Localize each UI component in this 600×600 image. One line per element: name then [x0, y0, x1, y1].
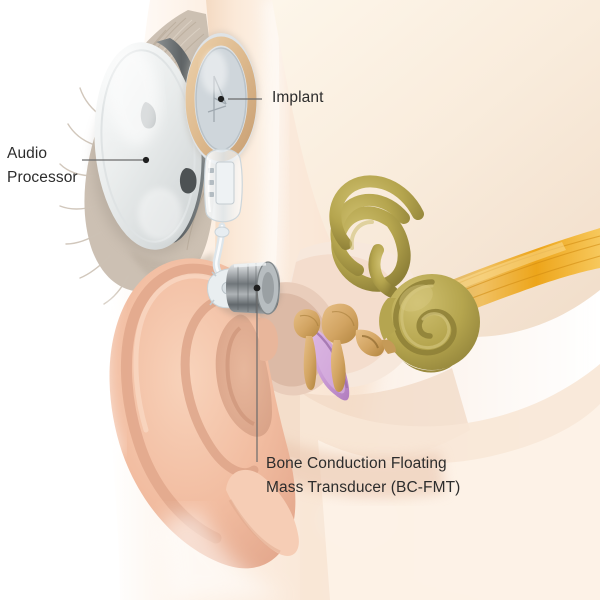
semicircular-canals — [329, 175, 424, 298]
pinna-outer-ear — [94, 258, 299, 600]
label-implant-line1: Implant — [272, 89, 324, 106]
label-bc-fmt: Bone Conduction Floating Mass Transducer… — [266, 452, 460, 500]
leader-dot-implant — [217, 95, 225, 103]
label-audio-processor: Audio Processor — [7, 142, 78, 190]
label-implant: Implant — [272, 86, 324, 110]
leader-lines — [82, 95, 262, 462]
label-audio-processor-line1: Audio — [7, 145, 48, 162]
ossicles-malleus-incus-stapes — [293, 303, 396, 392]
leader-dot-bc-fmt — [253, 284, 261, 292]
bc-fmt-transducer — [207, 261, 281, 318]
label-audio-processor-line2: Processor — [7, 169, 78, 186]
label-bc-fmt-line2: Mass Transducer (BC-FMT) — [266, 479, 461, 496]
label-bc-fmt-line1: Bone Conduction Floating — [266, 455, 447, 472]
leader-dot-audio-processor — [142, 156, 150, 164]
audio-processor-device — [93, 38, 207, 256]
cochlea — [379, 274, 480, 373]
